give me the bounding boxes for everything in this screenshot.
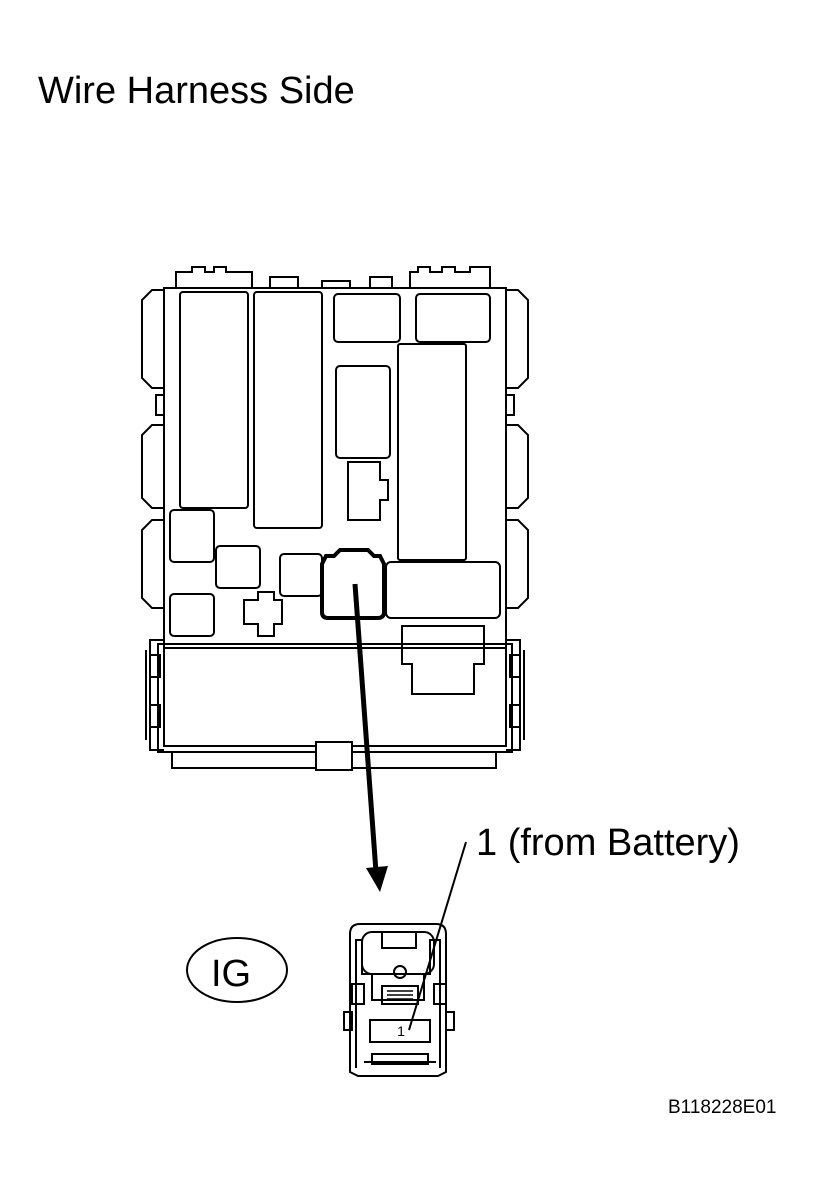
diagram-title: Wire Harness Side	[38, 70, 355, 112]
terminal-callout-label: 1 (from Battery)	[476, 822, 740, 864]
terminal-number-text: 1	[397, 1023, 405, 1039]
connector-label-ellipse	[186, 937, 288, 1003]
ig-socket-highlight	[320, 548, 386, 620]
figure-code: B118228E01	[668, 1097, 777, 1118]
ig-connector-detail	[343, 923, 455, 1077]
detail-arrow	[352, 583, 388, 892]
junction-block	[141, 266, 529, 771]
connector-name-text: IG	[211, 953, 251, 995]
callout-leader-line	[408, 841, 467, 1031]
